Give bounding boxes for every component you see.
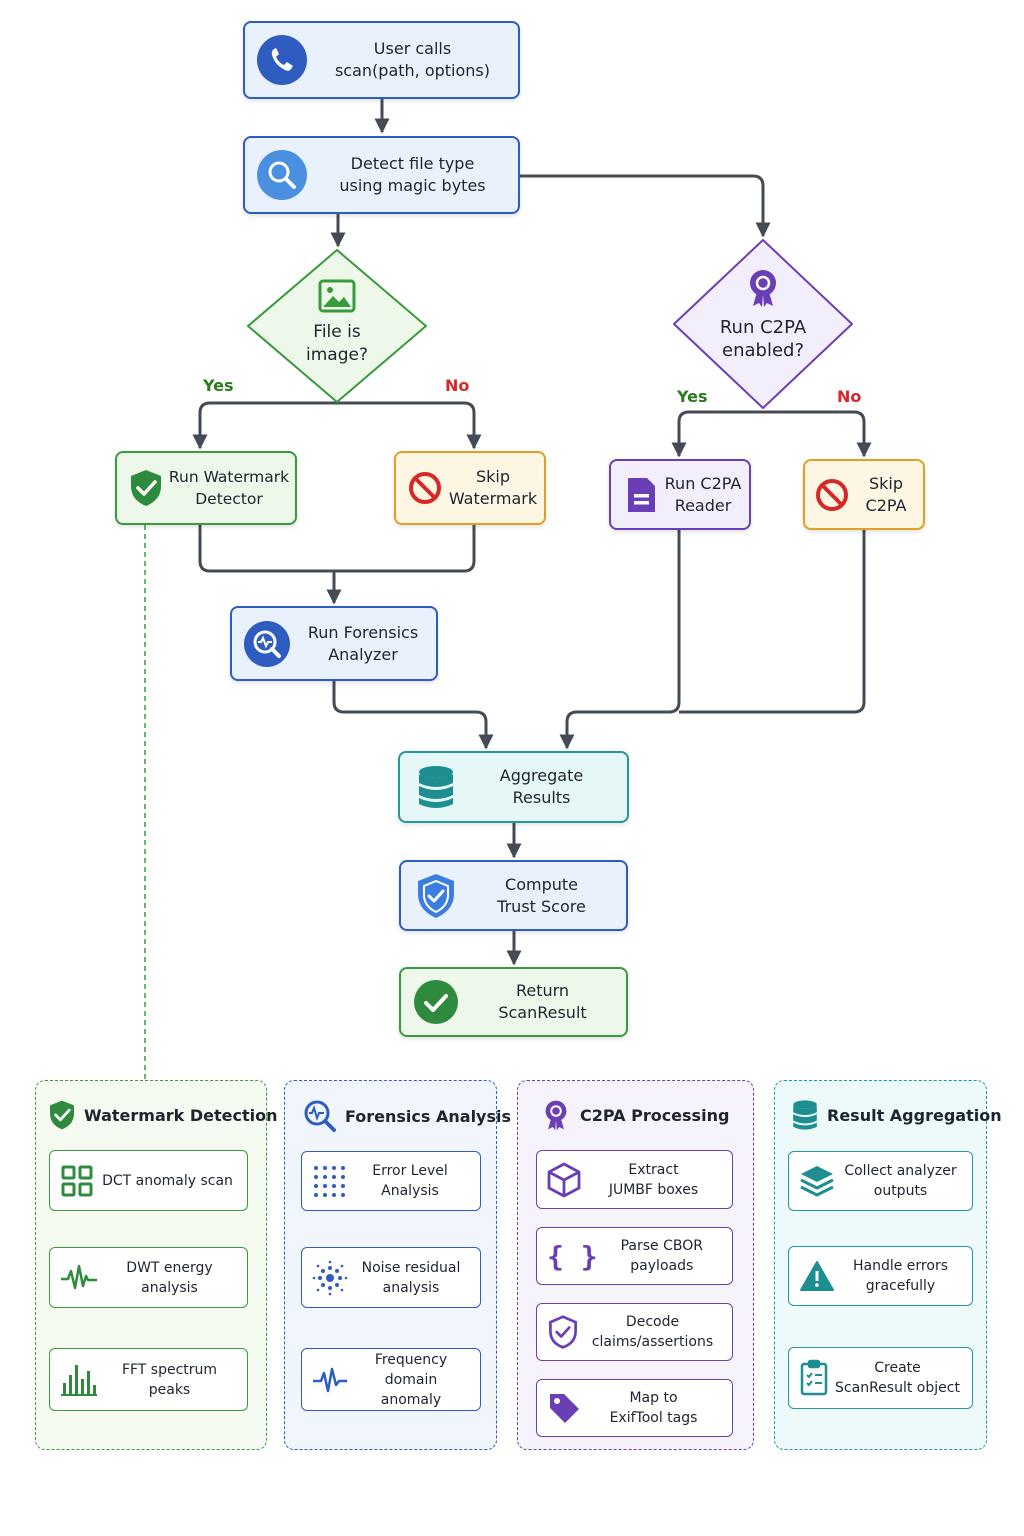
- edge-reader-aggregate: [559, 530, 681, 750]
- detect-node[interactable]: Detect file type using magic bytes: [243, 136, 520, 214]
- magnifier-pulse-icon: [304, 1100, 336, 1132]
- warning-icon: [799, 1260, 835, 1292]
- skip-watermark-label: Skip Watermark: [448, 467, 538, 508]
- result-aggregation-panel: Result Aggregation Collect analyzer outp…: [774, 1080, 1002, 1450]
- edge-c2pa-no: [763, 410, 872, 458]
- c2pa-processing-panel: C2PA Processing Extract JUMBF boxes { } …: [517, 1080, 754, 1450]
- aggregate-node[interactable]: Aggregate Results: [398, 751, 629, 823]
- database-icon: [416, 764, 456, 810]
- map-exiftool-item[interactable]: Map to ExifTool tags: [536, 1379, 733, 1437]
- trust-score-label: Compute Trust Score: [497, 874, 586, 916]
- edge-skipwm-forensics: [334, 525, 476, 573]
- c2pa-reader-node[interactable]: Run C2PA Reader: [609, 459, 751, 530]
- waveform-icon: [60, 1263, 98, 1293]
- watermark-label: Run Watermark Detector: [168, 468, 290, 508]
- is-image-label: File is image?: [306, 322, 368, 365]
- no-entry-icon: [408, 471, 442, 505]
- forensics-analysis-title: Forensics Analysis: [303, 1099, 511, 1133]
- search-icon: [257, 150, 307, 200]
- edge-image-yes: [192, 401, 338, 450]
- is-image-decision[interactable]: File is image?: [246, 248, 428, 404]
- tag-icon: [547, 1391, 581, 1425]
- edge-forensics-aggregate: [332, 681, 494, 750]
- parse-cbor-item[interactable]: { } Parse CBOR payloads: [536, 1227, 733, 1285]
- ribbon-badge-icon: [750, 270, 776, 307]
- extract-jumbf-item[interactable]: Extract JUMBF boxes: [536, 1150, 733, 1209]
- noise-residual-analysis-item[interactable]: Noise residual analysis: [301, 1247, 481, 1308]
- grid-icon: [60, 1164, 94, 1198]
- database-icon: [793, 1100, 817, 1130]
- decode-claims-item[interactable]: Decode claims/assertions: [536, 1303, 733, 1361]
- frequency-domain-anomaly-item[interactable]: Frequency domain anomaly: [301, 1348, 481, 1411]
- image-no-label: No: [445, 376, 470, 395]
- aggregate-label: Aggregate Results: [499, 766, 584, 807]
- edge-detect-c2pa: [520, 174, 771, 238]
- magnifier-pulse-icon: [244, 620, 290, 667]
- fft-spectrum-peaks-item[interactable]: FFT spectrum peaks: [49, 1348, 248, 1411]
- edge-image-no: [338, 401, 482, 450]
- braces-icon: { }: [547, 1239, 598, 1273]
- create-scanresult-item[interactable]: Create ScanResult object: [788, 1347, 973, 1409]
- no-entry-icon: [815, 478, 849, 512]
- noise-icon: [312, 1260, 348, 1296]
- dot-grid-icon: [312, 1164, 346, 1198]
- return-node[interactable]: Return ScanResult: [399, 967, 628, 1037]
- c2pa-processing-title: C2PA Processing: [544, 1099, 729, 1131]
- start-label: User calls scan(path, options): [334, 39, 491, 80]
- layers-icon: [799, 1164, 835, 1198]
- result-aggregation-title: Result Aggregation: [791, 1099, 1002, 1131]
- watermark-detection-title: Watermark Detection: [48, 1099, 277, 1131]
- shield-check-icon: [50, 1100, 74, 1130]
- edge-c2pa-yes: [671, 410, 763, 458]
- clipboard-icon: [799, 1359, 829, 1397]
- c2pa-enabled-decision[interactable]: Run C2PA enabled?: [672, 238, 854, 410]
- shield-check-icon: [129, 468, 163, 508]
- forensics-node[interactable]: Run Forensics Analyzer: [230, 606, 438, 681]
- trust-score-node[interactable]: Compute Trust Score: [399, 860, 628, 931]
- pulse-icon: [312, 1365, 348, 1395]
- dwt-energy-analysis-item[interactable]: DWT energy analysis: [49, 1247, 248, 1308]
- skip-c2pa-label: Skip C2PA: [865, 473, 907, 515]
- forensics-label: Run Forensics Analyzer: [307, 622, 419, 664]
- bar-chart-icon: [60, 1363, 98, 1397]
- image-icon: [318, 279, 356, 313]
- detect-label: Detect file type using magic bytes: [339, 154, 486, 195]
- c2pa-no-label: No: [837, 387, 862, 406]
- start-node[interactable]: User calls scan(path, options): [243, 21, 520, 99]
- c2pa-reader-label: Run C2PA Reader: [664, 473, 742, 515]
- c2pa-enabled-label: Run C2PA enabled?: [719, 317, 807, 361]
- watermark-detection-panel: Watermark Detection DCT anomaly scan DWT…: [35, 1080, 277, 1450]
- shield-check-icon: [415, 872, 457, 920]
- handle-errors-item[interactable]: Handle errors gracefully: [788, 1246, 973, 1306]
- document-icon: [625, 475, 657, 515]
- return-label: Return ScanResult: [498, 981, 587, 1022]
- c2pa-yes-label: Yes: [677, 387, 708, 406]
- collect-outputs-item[interactable]: Collect analyzer outputs: [788, 1151, 973, 1211]
- watermark-node[interactable]: Run Watermark Detector: [115, 451, 297, 525]
- skip-c2pa-node[interactable]: Skip C2PA: [803, 459, 925, 530]
- box-icon: [547, 1162, 581, 1198]
- ribbon-badge-icon: [545, 1100, 567, 1131]
- check-circle-icon: [413, 979, 459, 1025]
- error-level-analysis-item[interactable]: Error Level Analysis: [301, 1151, 481, 1211]
- dct-anomaly-scan-item[interactable]: DCT anomaly scan: [49, 1150, 248, 1211]
- forensics-analysis-panel: Forensics Analysis Error Level Analysis …: [284, 1080, 511, 1450]
- shield-check-icon: [547, 1314, 579, 1350]
- image-yes-label: Yes: [203, 376, 234, 395]
- phone-icon: [257, 35, 307, 85]
- edge-watermark-forensics: [198, 525, 342, 605]
- edge-skipc2pa-aggregate: [679, 530, 866, 714]
- skip-watermark-node[interactable]: Skip Watermark: [394, 451, 546, 525]
